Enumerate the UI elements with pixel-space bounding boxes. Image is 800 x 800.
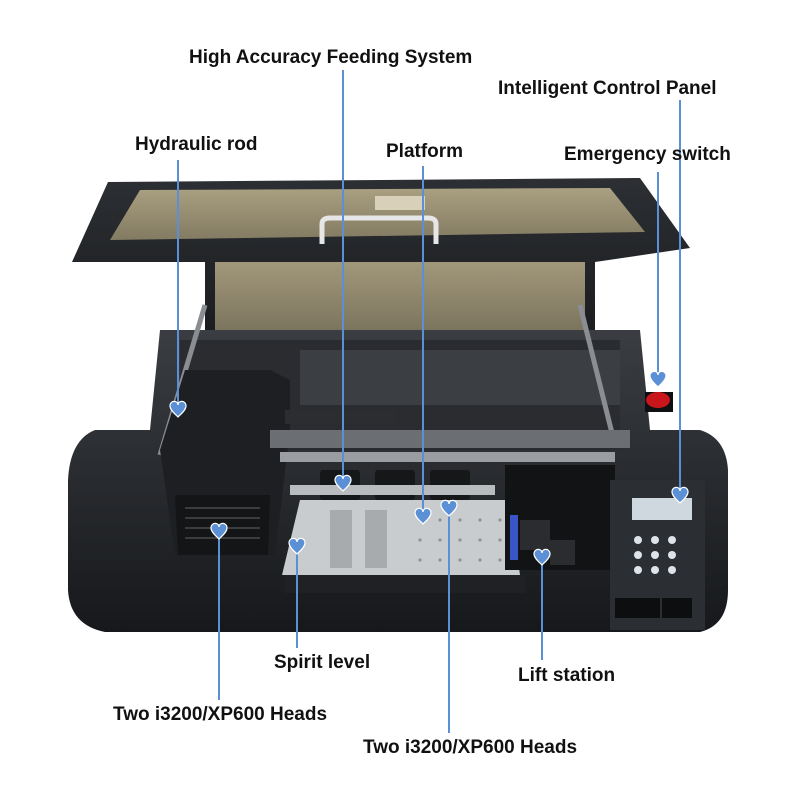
label-spirit-level: Spirit level: [274, 652, 371, 673]
heart-marker-icon: [334, 474, 352, 492]
emergency-switch: [645, 392, 673, 412]
label-heads-left: Two i3200/XP600 Heads: [113, 704, 328, 725]
heart-marker-icon: [671, 486, 689, 504]
heart-marker-icon: [440, 499, 458, 517]
heart-marker-icon: [288, 537, 306, 555]
label-hydraulic-rod: Hydraulic rod: [135, 134, 258, 155]
label-emergency-switch: Emergency switch: [564, 144, 731, 165]
printer-lid: [72, 178, 690, 330]
feeding-rail: [270, 410, 630, 500]
label-heads-center: Two i3200/XP600 Heads: [363, 737, 578, 758]
left-head-housing: [160, 370, 290, 555]
heart-marker-icon: [533, 548, 551, 566]
lift-station-unit: [505, 465, 615, 570]
heart-marker-icon: [169, 400, 187, 418]
leader-lines: [177, 70, 681, 733]
heart-marker-icon: [414, 507, 432, 525]
hydraulic-rod-right: [577, 304, 618, 446]
heart-markers: [169, 370, 689, 566]
heart-marker-icon: [649, 370, 667, 388]
heart-marker-icon: [210, 522, 228, 540]
label-control-panel: Intelligent Control Panel: [498, 78, 717, 99]
label-lift-station: Lift station: [518, 665, 616, 686]
label-feeding-system: High Accuracy Feeding System: [189, 47, 473, 68]
control-panel: [610, 480, 705, 630]
platform-plate: [282, 500, 525, 593]
label-platform: Platform: [386, 141, 464, 162]
